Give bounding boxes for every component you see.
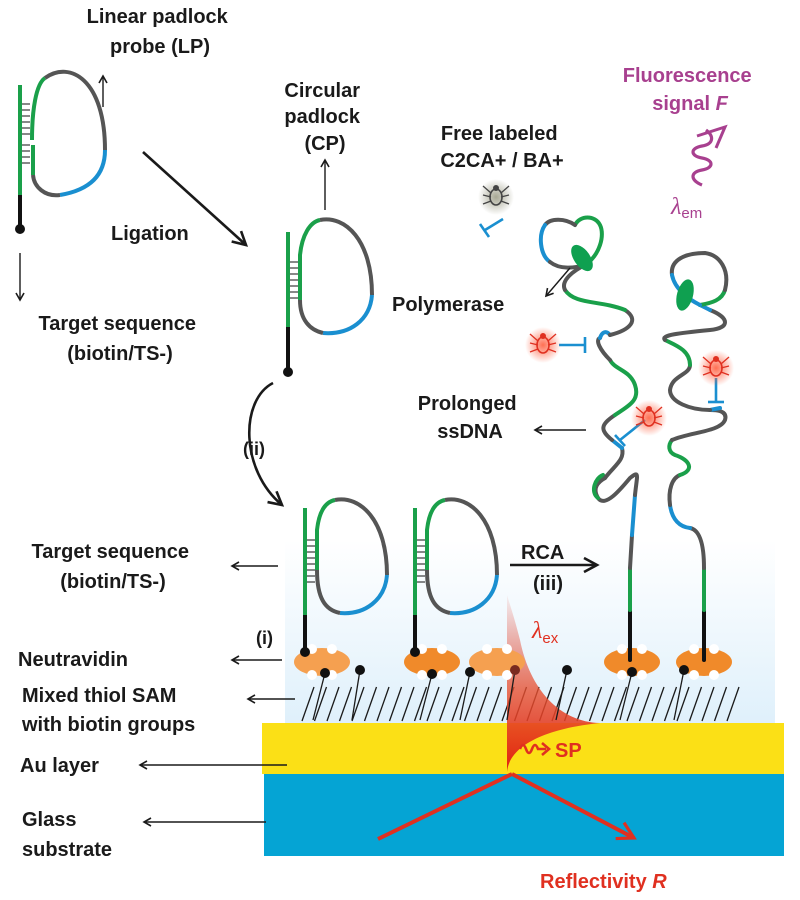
thiol-chain xyxy=(463,686,478,722)
biotin-group xyxy=(506,665,520,721)
biotin-group xyxy=(619,667,637,721)
polymerase-label: Polymerase xyxy=(392,294,504,316)
free-labeled-fluorophore-icon xyxy=(478,179,514,215)
glass-substrate-label: Glass substrate xyxy=(22,809,112,861)
thiol-chain xyxy=(351,686,365,722)
step-ii-arrow xyxy=(247,381,285,507)
evanescent-field xyxy=(507,595,600,772)
neutravidin-protein xyxy=(604,644,660,680)
thiol-chain xyxy=(426,686,440,722)
step-iii-label: (iii) xyxy=(533,573,563,595)
thiol-chain xyxy=(313,686,328,722)
ligation-label: Ligation xyxy=(111,223,189,245)
bound-padlock-probe xyxy=(300,497,389,657)
circular-padlock-label: Circular padlock (CP) xyxy=(284,80,365,155)
thiol-chain xyxy=(701,686,715,722)
prolonged-ssdna-label: Prolonged ssDNA xyxy=(418,393,522,443)
thiol-chain xyxy=(301,686,315,722)
biotin-group xyxy=(555,665,572,721)
glass-substrate xyxy=(264,774,784,856)
thiol-chain xyxy=(688,686,703,722)
fluorophore-labels xyxy=(478,179,734,436)
prolonged-ssdna-strands xyxy=(538,215,729,662)
linear-padlock-probe-label: Linear padlock probe (LP) xyxy=(87,6,234,58)
thiol-chain xyxy=(451,686,465,722)
biotin-dots xyxy=(312,665,689,721)
step-ii-label: (ii) xyxy=(243,439,265,459)
thiol-chain xyxy=(588,686,603,722)
bound-fluorophore-icon xyxy=(525,327,561,363)
biotin-group xyxy=(312,668,330,721)
thiol-chain xyxy=(626,686,640,722)
neutravidin-label: Neutravidin xyxy=(18,649,128,671)
biotin-group xyxy=(673,665,689,721)
biotin-group xyxy=(351,665,365,721)
target-sequence-label-mid: Target sequence (biotin/TS-) xyxy=(31,541,194,593)
thiol-chain xyxy=(576,686,590,722)
biotin-group xyxy=(419,669,437,721)
rca-label: RCA xyxy=(521,542,564,564)
fluorescence-emission-wave-icon xyxy=(691,128,714,187)
biotin-group xyxy=(459,667,475,721)
fluorescence-signal-label: Fluorescence signal F xyxy=(623,65,758,115)
surface-plasmon-wave-icon xyxy=(518,743,546,755)
thiol-chain xyxy=(413,686,428,722)
thiol-chain xyxy=(651,686,665,722)
polymerase-arrow xyxy=(544,267,571,298)
thiol-chain xyxy=(726,686,740,722)
thiol-chain xyxy=(401,686,415,722)
bound-fluorophore-icon xyxy=(631,400,667,436)
bound-fluorophore-icon xyxy=(698,350,734,386)
thiol-chain xyxy=(438,686,453,722)
linear-padlock-probe xyxy=(15,69,107,234)
sp-label: SP xyxy=(555,740,582,762)
thiol-chain xyxy=(488,686,503,722)
thiol-chain xyxy=(713,686,728,722)
thiol-chain xyxy=(326,686,340,722)
mixed-thiol-sam-label: Mixed thiol SAM with biotin groups xyxy=(21,685,195,736)
thiol-chain xyxy=(476,686,490,722)
thiol-chain xyxy=(338,686,353,722)
thiol-chain xyxy=(613,686,628,722)
bound-padlock-probe xyxy=(410,497,499,657)
thiol-chain xyxy=(376,686,390,722)
polymerase-enzyme-2 xyxy=(676,279,694,311)
lambda-em-symbol: λem xyxy=(670,194,702,222)
circular-padlock-probe xyxy=(283,217,374,377)
thiol-chain xyxy=(363,686,378,722)
ligation-arrow xyxy=(142,151,249,247)
laser-beam xyxy=(377,772,637,841)
sp-arrowhead-icon xyxy=(541,742,551,756)
fluorescence-arrowhead-icon xyxy=(696,124,728,149)
reflectivity-label: Reflectivity R xyxy=(540,871,667,893)
polymerase-enzyme-1 xyxy=(571,244,593,272)
thiol-chain xyxy=(663,686,678,722)
lambda-ex-symbol: λex xyxy=(531,618,559,647)
thiol-chain xyxy=(388,686,403,722)
target-sequence-label-top: Target sequence (biotin/TS-) xyxy=(38,313,201,365)
thiol-chain xyxy=(638,686,653,722)
au-layer-label: Au layer xyxy=(20,755,99,777)
thiol-chain xyxy=(676,686,690,722)
thiol-chain xyxy=(601,686,615,722)
step-i-label: (i) xyxy=(256,628,273,648)
bound-padlock-probes xyxy=(300,497,499,657)
free-labeled-label: Free labeled C2CA+ / BA+ xyxy=(440,123,563,172)
